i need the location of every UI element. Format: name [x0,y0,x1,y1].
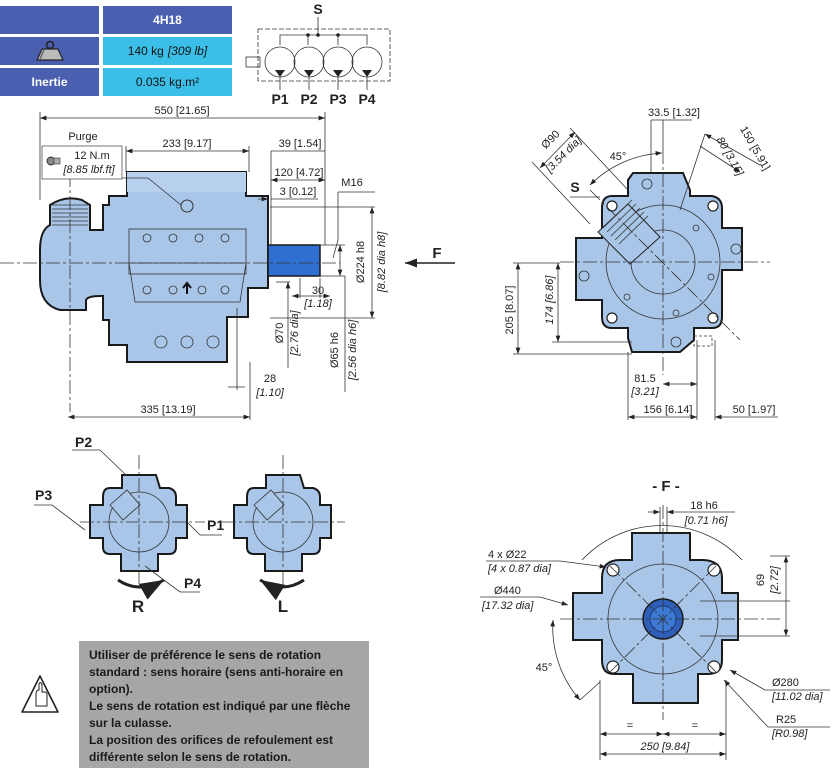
dim-81-5: 81.5 [634,373,655,385]
weight-imperial: [309 lb] [167,44,208,58]
dim-69: 69 [755,574,767,586]
rotation-view-left [222,455,345,601]
equal-left: = [627,720,633,732]
dim-69-imperial: [2.72] [769,565,781,594]
dim-81-5-imperial: [3.21] [630,386,659,398]
dim-28-imperial: [1.10] [255,387,284,399]
mounting-holes: 4 x Ø22 [488,549,527,561]
purge-torque-imperial: [8.85 lbf.ft] [62,164,115,176]
inertia-label: Inertie [0,68,99,96]
schematic-p3: P3 [329,91,346,107]
dim-156: 156 [6.14] [644,404,693,416]
dim-205: 205 [8.07] [504,286,516,335]
rotation-cw-arrow-icon [117,578,165,600]
dim-233: 233 [9.17] [163,138,212,150]
schematic-suction-label: S [313,1,322,17]
purge-screw-icon [46,156,61,166]
purge-label: Purge [68,131,97,143]
schematic-frame [257,28,391,82]
dia-65: Ø65 h6 [329,332,341,368]
dim-80: 80 [3.15] [714,135,746,179]
equal-right: = [692,720,698,732]
rotation-view-right [80,455,205,600]
end-holes [606,200,719,324]
warning-hand-icon [21,675,59,713]
spec-corner [0,6,99,34]
dim-120: 120 [4.72] [275,167,324,179]
dia-70: Ø70 [274,323,286,344]
front-holes [606,563,721,674]
rot-p1: P1 [207,517,224,533]
shaft [267,244,321,277]
dim-250: 250 [9.84] [640,741,691,753]
rotation-right-label: R [132,597,144,616]
dim-30-imperial: [1.18] [303,298,332,310]
bolts-side [142,233,230,349]
dim-335: 335 [13.19] [140,404,195,416]
end-view-top: 33.5 [1.32] Ø90 [3.54 dia] 45° S 150 [5.… [504,107,778,420]
rot-p3: P3 [35,487,52,503]
weight-icon [35,40,64,61]
front-view-title: - F - [652,478,680,495]
thread-size: M16 [341,177,362,189]
purge-torque: 12 N.m [74,150,109,162]
dia-224: Ø224 h8 [355,241,367,283]
key-width: 18 h6 [690,500,718,512]
cylinder-block-upper [128,228,247,275]
pump-body-side [39,171,269,363]
rot-p2: P2 [75,434,92,450]
purge-plug [180,199,194,213]
radius: R25 [776,714,796,726]
end-suction-label: S [570,179,579,195]
model-name: 4H18 [103,6,232,34]
dim-33-5: 33.5 [1.32] [648,107,700,119]
dim-50: 50 [1.97] [733,404,776,416]
dia-70-imperial: [2.76 dia] [289,309,301,356]
rotation-ccw-arrow-icon [259,578,305,601]
hydraulic-schematic: S P1 P2 P3 P4 [245,1,391,107]
spec-row-model: 4H18 [0,6,232,34]
rotation-note: Utiliser de préférence le sens de rotati… [79,641,369,768]
key-width-imperial: [0.71 h6] [684,515,729,527]
dim-174: 174 [6.86] [544,275,556,325]
pump-symbols [264,46,383,90]
mounting-holes-imperial: [4 x 0.87 dia] [487,563,552,575]
dim-28: 28 [264,373,276,385]
dim-3: 3 [0.12] [280,186,317,198]
dia-65-imperial: [2.56 dia h6] [347,319,359,381]
front-view: - F - 18 h6 [0.71 h6] 4 x Ø22 [4 x 0.87 … [480,478,830,760]
dia-280: Ø280 [772,677,799,689]
note-line-1: Utiliser de préférence le sens de rotati… [89,648,344,696]
dim-39: 39 [1.54] [279,138,322,150]
radius-imperial: [R0.98] [771,728,808,740]
spec-table: 4H18 140 kg [309 lb] Inertie 0.035 kg.m² [0,6,232,99]
note-line-3: La position des orifices de refoulement … [89,733,334,764]
inertia-value: 0.035 kg.m² [103,68,232,96]
rotation-arrow-icon [182,281,192,294]
suction-port-end [597,199,661,265]
front-angle-45: 45° [536,662,553,674]
schematic-p1: P1 [271,91,288,107]
end-angle-45: 45° [610,151,627,163]
dim-overall-length: 550 [21.65] [154,105,209,117]
rotation-left-label: L [278,597,288,616]
weight-metric: 140 kg [127,44,164,58]
spec-row-inertia: Inertie 0.035 kg.m² [0,68,232,96]
note-line-2: Le sens de rotation est indiqué par une … [89,699,351,730]
schematic-p2: P2 [300,91,317,107]
side-view: 550 [21.65] Purge 12 N.m [8.85 lbf.ft] 2… [0,105,455,420]
dia-280-imperial: [11.02 dia] [771,691,824,703]
weight-value: 140 kg [309 lb] [103,37,232,65]
dim-30: 30 [312,285,324,297]
dia-440: Ø440 [494,585,521,597]
view-f-label: F [432,245,441,262]
rot-p4: P4 [184,575,201,591]
spec-row-weight: 140 kg [309 lb] [0,37,232,65]
dia-224-imperial: [8.82 dia h8] [376,231,388,293]
weight-icon-cell [0,37,99,65]
pump-body-end [575,172,743,353]
dia-440-imperial: [17.32 dia] [481,600,534,612]
schematic-p4: P4 [358,91,375,107]
